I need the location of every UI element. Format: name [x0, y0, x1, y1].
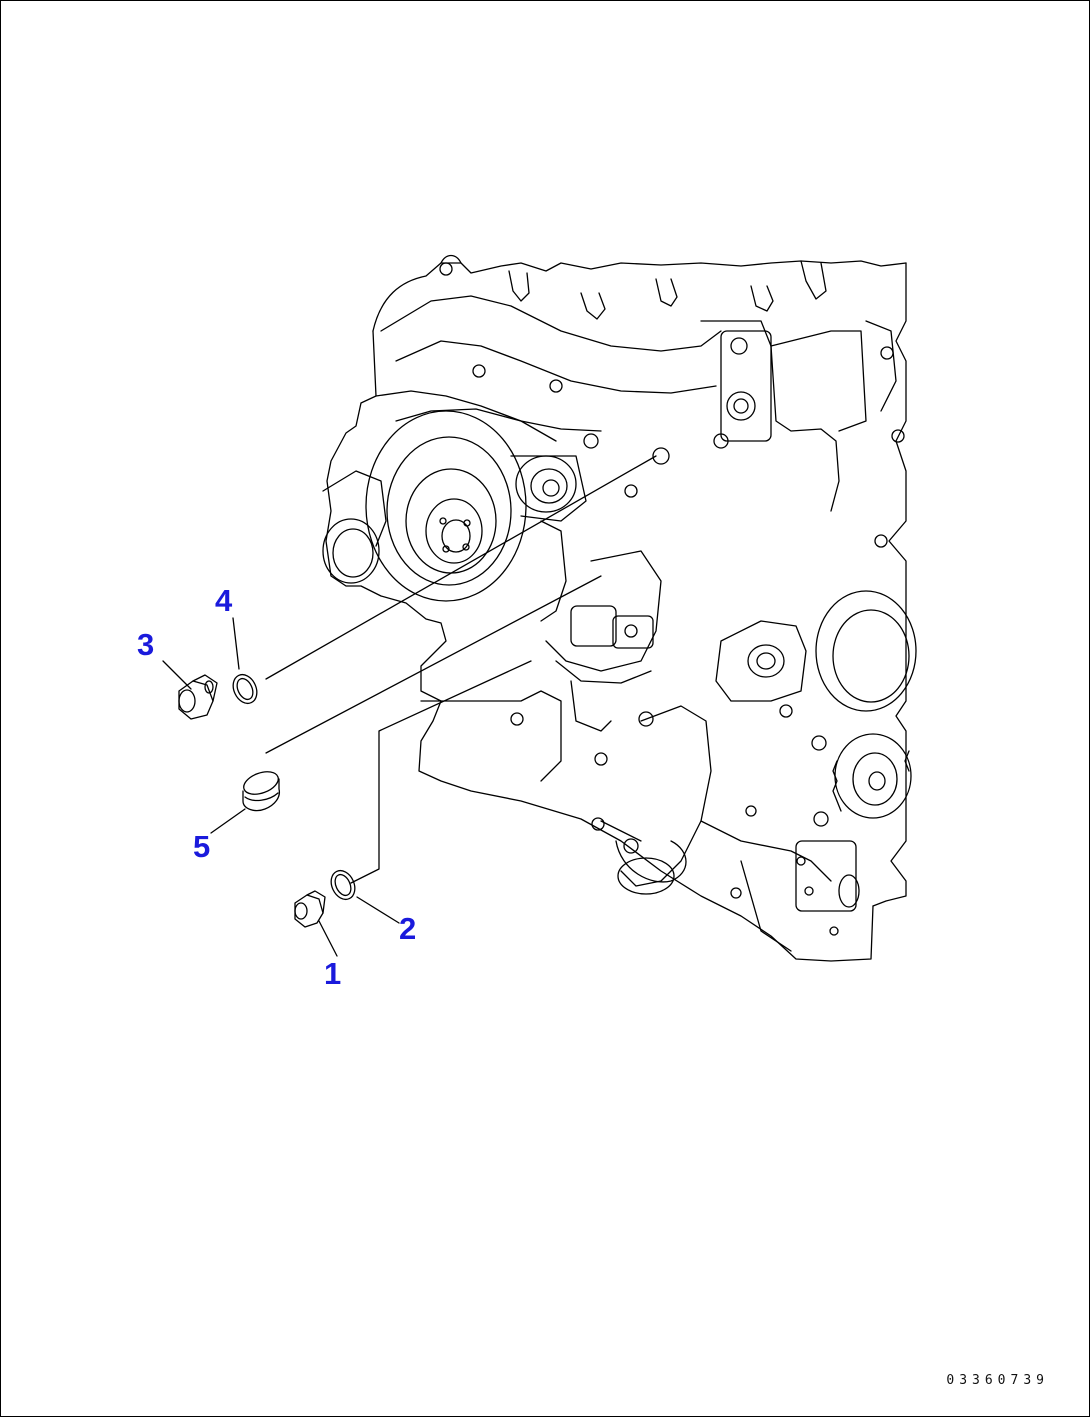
leader-line-5: [265, 575, 602, 754]
part-3-plug: [178, 674, 218, 720]
part-4-o-ring: [232, 673, 258, 705]
pointer-line-1: [318, 920, 338, 957]
drawing-number: 03360739: [946, 1373, 1049, 1388]
part-5-plug: [242, 771, 281, 812]
pointer-line-5: [210, 808, 246, 834]
callout-2: 2: [399, 911, 417, 946]
pointer-line-2: [356, 896, 400, 924]
leader-line-4: [265, 455, 657, 680]
part-1-plug: [294, 890, 326, 928]
callout-4: 4: [215, 583, 233, 618]
engine-block: [322, 254, 917, 962]
callout-1: 1: [324, 956, 342, 991]
part-2-o-ring: [330, 869, 356, 901]
leader-line-2: [350, 660, 532, 884]
pointer-line-4: [232, 617, 240, 670]
callout-5: 5: [193, 829, 211, 864]
pointer-line-3: [162, 660, 192, 690]
leader-lines: [162, 455, 657, 957]
callout-3: 3: [137, 627, 155, 662]
